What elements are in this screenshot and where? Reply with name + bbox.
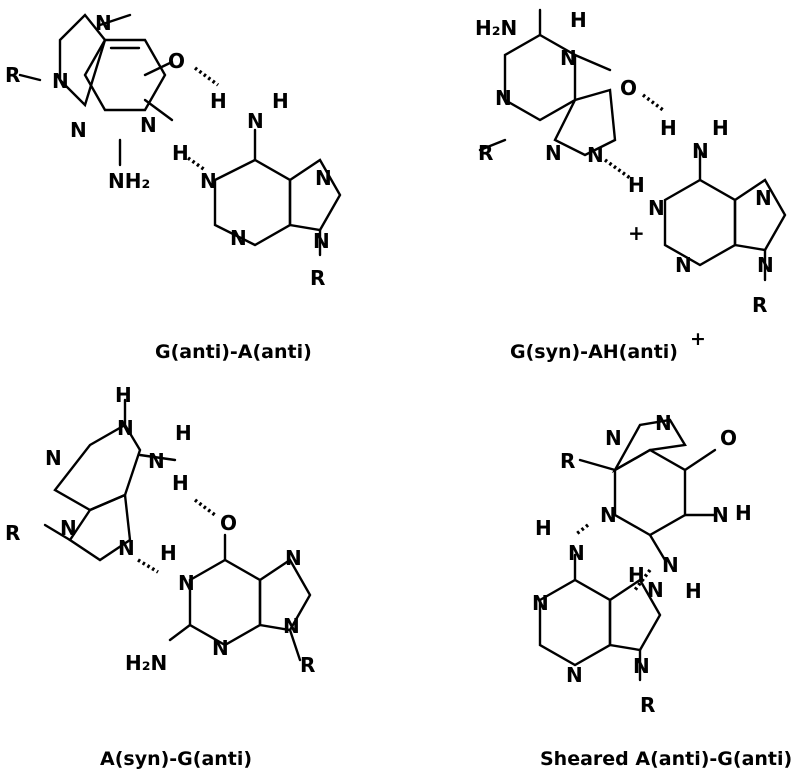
atom-n: N	[495, 86, 512, 110]
atom-r: R	[300, 653, 315, 677]
atom-h: H	[172, 471, 189, 495]
atom-n: N	[633, 654, 650, 678]
atom-r: R	[640, 693, 655, 717]
atom-n: N	[315, 166, 332, 190]
atom-h: H	[628, 173, 645, 197]
atom-h: H	[535, 516, 552, 540]
panel-g-syn-ah-anti: H₂N N H N N N O R H N H H N + N N N R G(…	[475, 8, 787, 363]
atom-h: H	[735, 501, 752, 525]
atom-r: R	[5, 521, 20, 545]
atom-o: O	[220, 511, 237, 535]
panel-g-anti-a-anti: N N N N O R NH₂ H H N H N N N N R G(anti…	[5, 11, 342, 363]
panel-caption: A(syn)-G(anti)	[100, 748, 252, 770]
atom-r: R	[752, 293, 767, 317]
atom-r: R	[560, 449, 575, 473]
atom-h2n: H₂N	[475, 16, 517, 40]
atom-n: N	[247, 109, 264, 133]
atom-n: N	[532, 591, 549, 615]
atom-h: H	[160, 541, 177, 565]
atom-n: N	[605, 426, 622, 450]
atom-n: N	[648, 196, 665, 220]
atom-o: O	[168, 49, 185, 73]
atom-h: H	[685, 579, 702, 603]
atom-h: H	[570, 8, 587, 32]
atom-n: N	[600, 503, 617, 527]
atom-o: O	[720, 426, 737, 450]
atom-n: N	[662, 553, 679, 577]
atom-h: H	[660, 116, 677, 140]
atom-n: N	[70, 118, 87, 142]
panel-a-syn-g-anti: H N N N H H N N R O H N H₂N N N N R A(sy…	[5, 383, 315, 770]
atom-o: O	[620, 76, 637, 100]
atom-r: R	[5, 63, 20, 87]
atom-h: H	[115, 383, 132, 407]
atom-n: N	[212, 636, 229, 660]
atom-n: N	[148, 449, 165, 473]
atom-n: N	[178, 571, 195, 595]
atom-n: N	[545, 141, 562, 165]
atom-n: N	[230, 226, 247, 250]
atom-n: N	[285, 546, 302, 570]
caption-charge: +	[690, 328, 706, 350]
panel-caption: G(syn)-AH(anti)	[510, 341, 678, 363]
atom-n: N	[117, 416, 134, 440]
atom-n: N	[313, 229, 330, 253]
atom-h: H	[172, 141, 189, 165]
atom-n: N	[45, 446, 62, 470]
atom-nh2: NH₂	[108, 169, 150, 193]
atom-n: N	[712, 503, 729, 527]
atom-n: N	[755, 186, 772, 210]
atom-n: N	[560, 46, 577, 70]
atom-n: N	[283, 614, 300, 638]
atom-h: H	[175, 421, 192, 445]
atom-n: N	[200, 169, 217, 193]
atom-n: N	[587, 143, 604, 167]
atom-n: N	[692, 139, 709, 163]
atom-n: N	[95, 11, 112, 35]
atom-h: H	[272, 89, 289, 113]
atom-n: N	[566, 663, 583, 687]
atom-n: N	[568, 541, 585, 565]
panel-caption: Sheared A(anti)-G(anti)	[540, 748, 792, 770]
atom-n: N	[52, 69, 69, 93]
atom-r: R	[310, 266, 325, 290]
atom-n: N	[675, 253, 692, 277]
panel-caption: G(anti)-A(anti)	[155, 341, 312, 363]
atom-n: N	[655, 411, 672, 435]
atom-n: N	[647, 578, 664, 602]
panel-sheared-a-anti-g-anti: N N O R N N H N H H N H N N N N R Sheare…	[532, 411, 792, 770]
atom-h: H	[210, 89, 227, 113]
atom-r: R	[478, 141, 493, 165]
atom-n: N	[60, 516, 77, 540]
charge-plus: +	[628, 221, 645, 245]
atom-h2n: H₂N	[125, 651, 167, 675]
atom-n: N	[757, 253, 774, 277]
atom-h: H	[628, 563, 645, 587]
atom-n: N	[140, 113, 157, 137]
atom-h: H	[712, 116, 729, 140]
atom-n: N	[118, 536, 135, 560]
